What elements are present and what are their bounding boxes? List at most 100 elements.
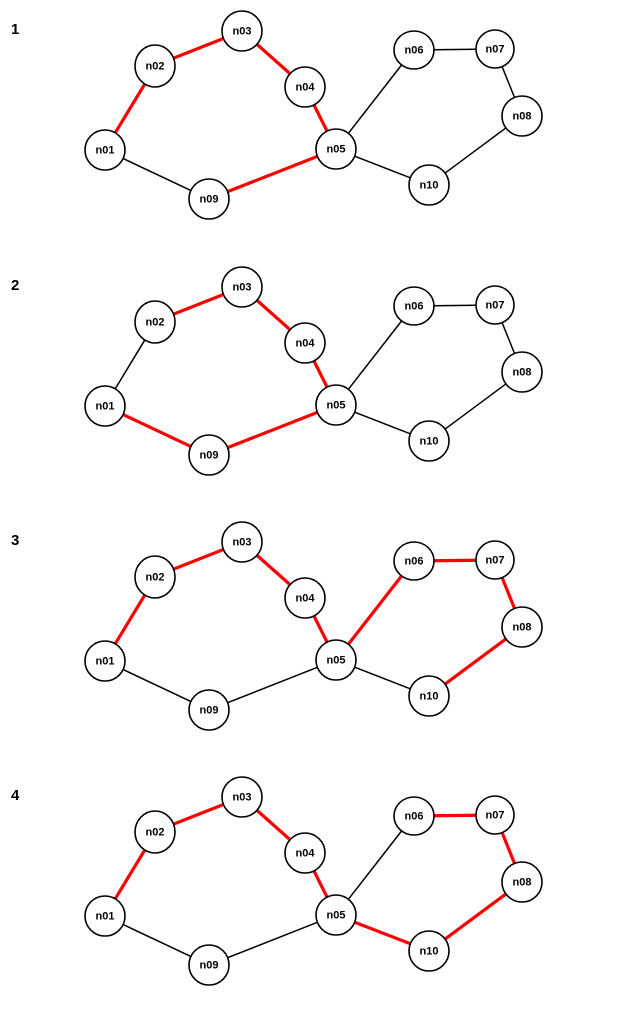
graph-node-n07[interactable]: n07 bbox=[475, 285, 515, 325]
edge-n08-n10 bbox=[443, 126, 508, 175]
graph-node-n09[interactable]: n09 bbox=[188, 944, 230, 986]
node-label: n03 bbox=[233, 281, 252, 293]
node-label: n09 bbox=[200, 193, 219, 205]
node-label: n07 bbox=[486, 299, 505, 311]
graph-node-n06[interactable]: n06 bbox=[393, 796, 435, 836]
graph-node-n01[interactable]: n01 bbox=[84, 385, 126, 427]
node-circle bbox=[284, 577, 326, 619]
graph-node-n02[interactable]: n02 bbox=[134, 810, 176, 854]
node-label: n07 bbox=[486, 809, 505, 821]
graph-node-n02[interactable]: n02 bbox=[134, 44, 176, 88]
edge-n03-n04-highlighted bbox=[254, 298, 293, 332]
graph-node-n04[interactable]: n04 bbox=[284, 832, 326, 874]
graph-node-n08[interactable]: n08 bbox=[501, 606, 543, 648]
graph-node-n04[interactable]: n04 bbox=[284, 322, 326, 364]
edge-n05-n06-highlighted bbox=[346, 573, 404, 647]
graph-node-n05[interactable]: n05 bbox=[315, 384, 357, 426]
edge-n02-n03-highlighted bbox=[171, 36, 226, 61]
node-circle bbox=[188, 178, 230, 220]
edge-n08-n10-highlighted bbox=[442, 891, 509, 942]
graph-node-n06[interactable]: n06 bbox=[393, 286, 435, 326]
edge-n08-n10 bbox=[443, 382, 508, 431]
edge-n09-n01 bbox=[121, 923, 193, 958]
node-label: n03 bbox=[233, 536, 252, 548]
graph-diagram: n01 n02 n03 n04 n05 n06 n07 n08 n09 n10 bbox=[84, 521, 543, 731]
node-circle bbox=[84, 129, 126, 171]
graph-node-n05[interactable]: n05 bbox=[315, 639, 357, 681]
graph-node-n09[interactable]: n09 bbox=[188, 434, 230, 476]
node-label: n06 bbox=[405, 810, 424, 822]
edge-n07-n08-highlighted bbox=[500, 830, 517, 866]
node-label: n05 bbox=[327, 909, 346, 921]
node-circle bbox=[393, 286, 435, 326]
graph-node-n07[interactable]: n07 bbox=[475, 29, 515, 69]
edge-n05-n06 bbox=[347, 829, 403, 901]
graph-node-n09[interactable]: n09 bbox=[188, 689, 230, 731]
node-label: n05 bbox=[327, 399, 346, 411]
node-label: n08 bbox=[513, 110, 532, 122]
node-circle bbox=[188, 434, 230, 476]
node-circle bbox=[475, 285, 515, 325]
graph-node-n04[interactable]: n04 bbox=[284, 66, 326, 108]
graph-node-n02[interactable]: n02 bbox=[134, 300, 176, 344]
node-circle bbox=[408, 164, 450, 206]
node-circle bbox=[393, 541, 435, 581]
edge-n01-n02-highlighted bbox=[113, 81, 147, 136]
graph-node-n07[interactable]: n07 bbox=[475, 540, 515, 580]
node-label: n06 bbox=[405, 44, 424, 56]
node-label: n06 bbox=[405, 555, 424, 567]
node-circle bbox=[134, 555, 176, 599]
node-label: n10 bbox=[420, 690, 439, 702]
edge-layer bbox=[113, 547, 517, 704]
edge-n03-n04-highlighted bbox=[254, 808, 293, 842]
node-circle bbox=[475, 795, 515, 835]
graph-node-n06[interactable]: n06 bbox=[393, 541, 435, 581]
graph-node-n10[interactable]: n10 bbox=[408, 675, 450, 717]
node-circle bbox=[408, 930, 450, 972]
graph-node-n08[interactable]: n08 bbox=[501, 351, 543, 393]
node-circle bbox=[84, 895, 126, 937]
graph-node-n06[interactable]: n06 bbox=[393, 30, 435, 70]
graph-node-n03[interactable]: n03 bbox=[221, 521, 263, 563]
edge-n07-n08 bbox=[500, 320, 516, 356]
node-label: n05 bbox=[327, 654, 346, 666]
node-circle bbox=[134, 300, 176, 344]
node-label: n02 bbox=[146, 826, 165, 838]
graph-node-n03[interactable]: n03 bbox=[221, 266, 263, 308]
node-label: n04 bbox=[296, 592, 316, 604]
graph-node-n02[interactable]: n02 bbox=[134, 555, 176, 599]
edge-n04-n05-highlighted bbox=[311, 868, 330, 900]
edge-n06-n07-highlighted bbox=[431, 813, 479, 818]
graph-node-n05[interactable]: n05 bbox=[315, 894, 357, 936]
node-circle bbox=[501, 351, 543, 393]
graph-node-n07[interactable]: n07 bbox=[475, 795, 515, 835]
node-label: n02 bbox=[146, 571, 165, 583]
node-circle bbox=[84, 640, 126, 682]
panel-number-label: 1 bbox=[11, 21, 20, 38]
node-label: n09 bbox=[200, 704, 219, 716]
graph-node-n10[interactable]: n10 bbox=[408, 930, 450, 972]
graph-node-n08[interactable]: n08 bbox=[501, 95, 543, 137]
graph-node-n01[interactable]: n01 bbox=[84, 129, 126, 171]
edge-n10-n05 bbox=[352, 155, 413, 179]
node-circle bbox=[284, 66, 326, 108]
edge-layer bbox=[113, 36, 516, 194]
edge-n09-n01 bbox=[121, 668, 193, 703]
edge-n03-n04-highlighted bbox=[254, 553, 293, 587]
edge-n08-n10-highlighted bbox=[442, 636, 509, 687]
graph-node-n03[interactable]: n03 bbox=[221, 10, 263, 52]
graph-node-n04[interactable]: n04 bbox=[284, 577, 326, 619]
graph-node-n09[interactable]: n09 bbox=[188, 178, 230, 220]
graph-node-n08[interactable]: n08 bbox=[501, 861, 543, 903]
graph-node-n03[interactable]: n03 bbox=[221, 776, 263, 818]
graph-node-n10[interactable]: n10 bbox=[408, 164, 450, 206]
edge-n02-n03-highlighted bbox=[171, 547, 226, 572]
graph-node-n10[interactable]: n10 bbox=[408, 420, 450, 462]
graph-node-n01[interactable]: n01 bbox=[84, 895, 126, 937]
graph-node-n05[interactable]: n05 bbox=[315, 128, 357, 170]
node-circle bbox=[84, 385, 126, 427]
graph-node-n01[interactable]: n01 bbox=[84, 640, 126, 682]
